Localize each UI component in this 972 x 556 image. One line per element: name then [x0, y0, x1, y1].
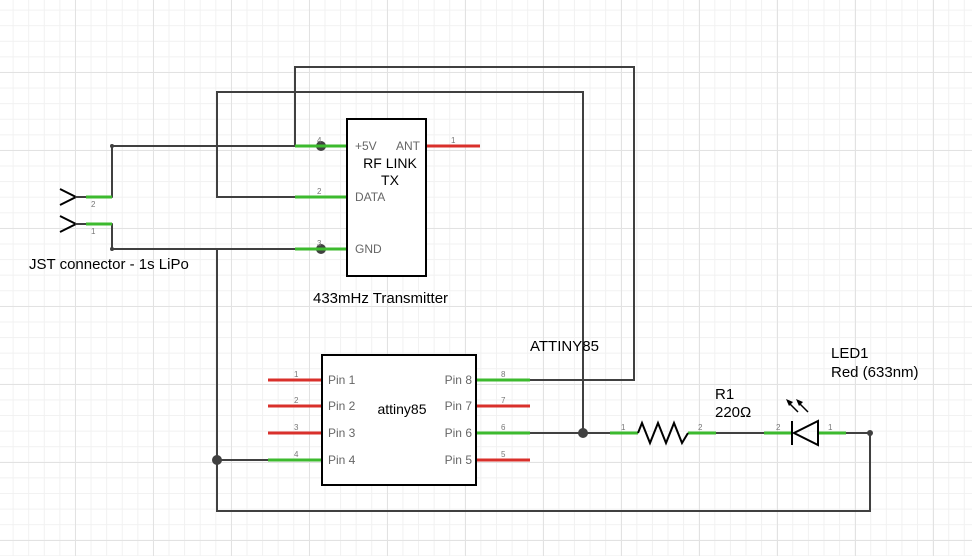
attiny-pin-number: 5 — [501, 450, 506, 459]
rf-pin-number: 1 — [451, 136, 456, 145]
led-pin-number: 2 — [776, 423, 781, 432]
attiny-pin-number: 3 — [294, 423, 299, 432]
attiny85-chip[interactable]: ATTINY85 1 2 3 4 8 7 6 5 Pin 1 Pin 2 Pin… — [268, 338, 599, 486]
attiny-pin-number: 7 — [501, 396, 506, 405]
r1-pin-number: 2 — [698, 423, 703, 432]
rf-pin-label: +5V — [355, 139, 377, 153]
attiny-pin-number: 8 — [501, 370, 506, 379]
attiny-pin-label: Pin 7 — [445, 399, 473, 413]
r1-value: 220Ω — [715, 404, 751, 421]
attiny-title: attiny85 — [377, 401, 426, 417]
attiny-pin-label: Pin 1 — [328, 373, 356, 387]
r1-pin-number: 1 — [621, 423, 626, 432]
led-light-arrows-icon — [786, 399, 809, 413]
jst-pin-number: 2 — [91, 200, 96, 209]
led-ref: LED1 — [831, 345, 869, 362]
rf-module-body[interactable] — [346, 118, 427, 277]
junction-dot — [110, 247, 114, 251]
attiny-pin-number: 1 — [294, 370, 299, 379]
attiny-pin-label: Pin 6 — [445, 426, 473, 440]
rf-pin-number: 3 — [317, 239, 322, 248]
junction-dot — [110, 144, 114, 148]
attiny-pin-label: Pin 2 — [328, 399, 356, 413]
rf-transmitter-module[interactable]: 4 2 3 1 +5V DATA GND ANT RF LINK TX 433m… — [295, 118, 480, 307]
rf-pin-label: ANT — [396, 139, 421, 153]
attiny-pin-label: Pin 8 — [445, 373, 473, 387]
jst-pin-1-symbol — [59, 215, 79, 233]
rf-module-title: RF LINK — [363, 155, 417, 171]
junction-dot — [578, 428, 588, 438]
junction-dot — [867, 430, 873, 436]
rf-pin-label: DATA — [355, 190, 385, 204]
attiny-body[interactable] — [321, 354, 477, 486]
jst-label: JST connector - 1s LiPo — [29, 256, 189, 273]
attiny-pin-number: 4 — [294, 450, 299, 459]
rf-pin-label: GND — [355, 242, 382, 256]
jst-connector[interactable]: 2 1 JST connector - 1s LiPo — [29, 188, 189, 273]
wires — [111, 66, 871, 512]
wire-data-to-pin6[interactable] — [216, 91, 584, 434]
resistor-zigzag-symbol — [637, 420, 689, 446]
attiny-pin-number: 6 — [501, 423, 506, 432]
wire-vcc-to-pin8[interactable] — [294, 66, 635, 381]
attiny-pin-number: 2 — [294, 396, 299, 405]
led-pin-number: 1 — [828, 423, 833, 432]
junction-dot — [212, 455, 222, 465]
jst-pin-number: 1 — [91, 227, 96, 236]
rf-pin-number: 2 — [317, 187, 322, 196]
r1-ref: R1 — [715, 386, 734, 403]
rf-pin-number: 4 — [317, 136, 322, 145]
attiny-pin-label: Pin 5 — [445, 453, 473, 467]
attiny-header: ATTINY85 — [530, 338, 599, 355]
rf-module-caption: 433mHz Transmitter — [313, 290, 448, 307]
resistor-r1[interactable]: 1 2 R1 220Ω — [610, 386, 751, 446]
led-value: Red (633nm) — [831, 364, 919, 381]
junctions — [110, 141, 873, 465]
led-led1[interactable]: 2 1 LED1 Red (633nm) — [764, 345, 919, 447]
led-triangle-symbol — [791, 419, 819, 447]
wire-gnd-return[interactable] — [216, 248, 871, 512]
attiny-pin-label: Pin 4 — [328, 453, 356, 467]
jst-pin-2-symbol — [59, 188, 79, 206]
attiny-pin-label: Pin 3 — [328, 426, 356, 440]
rf-module-title: TX — [381, 172, 400, 188]
